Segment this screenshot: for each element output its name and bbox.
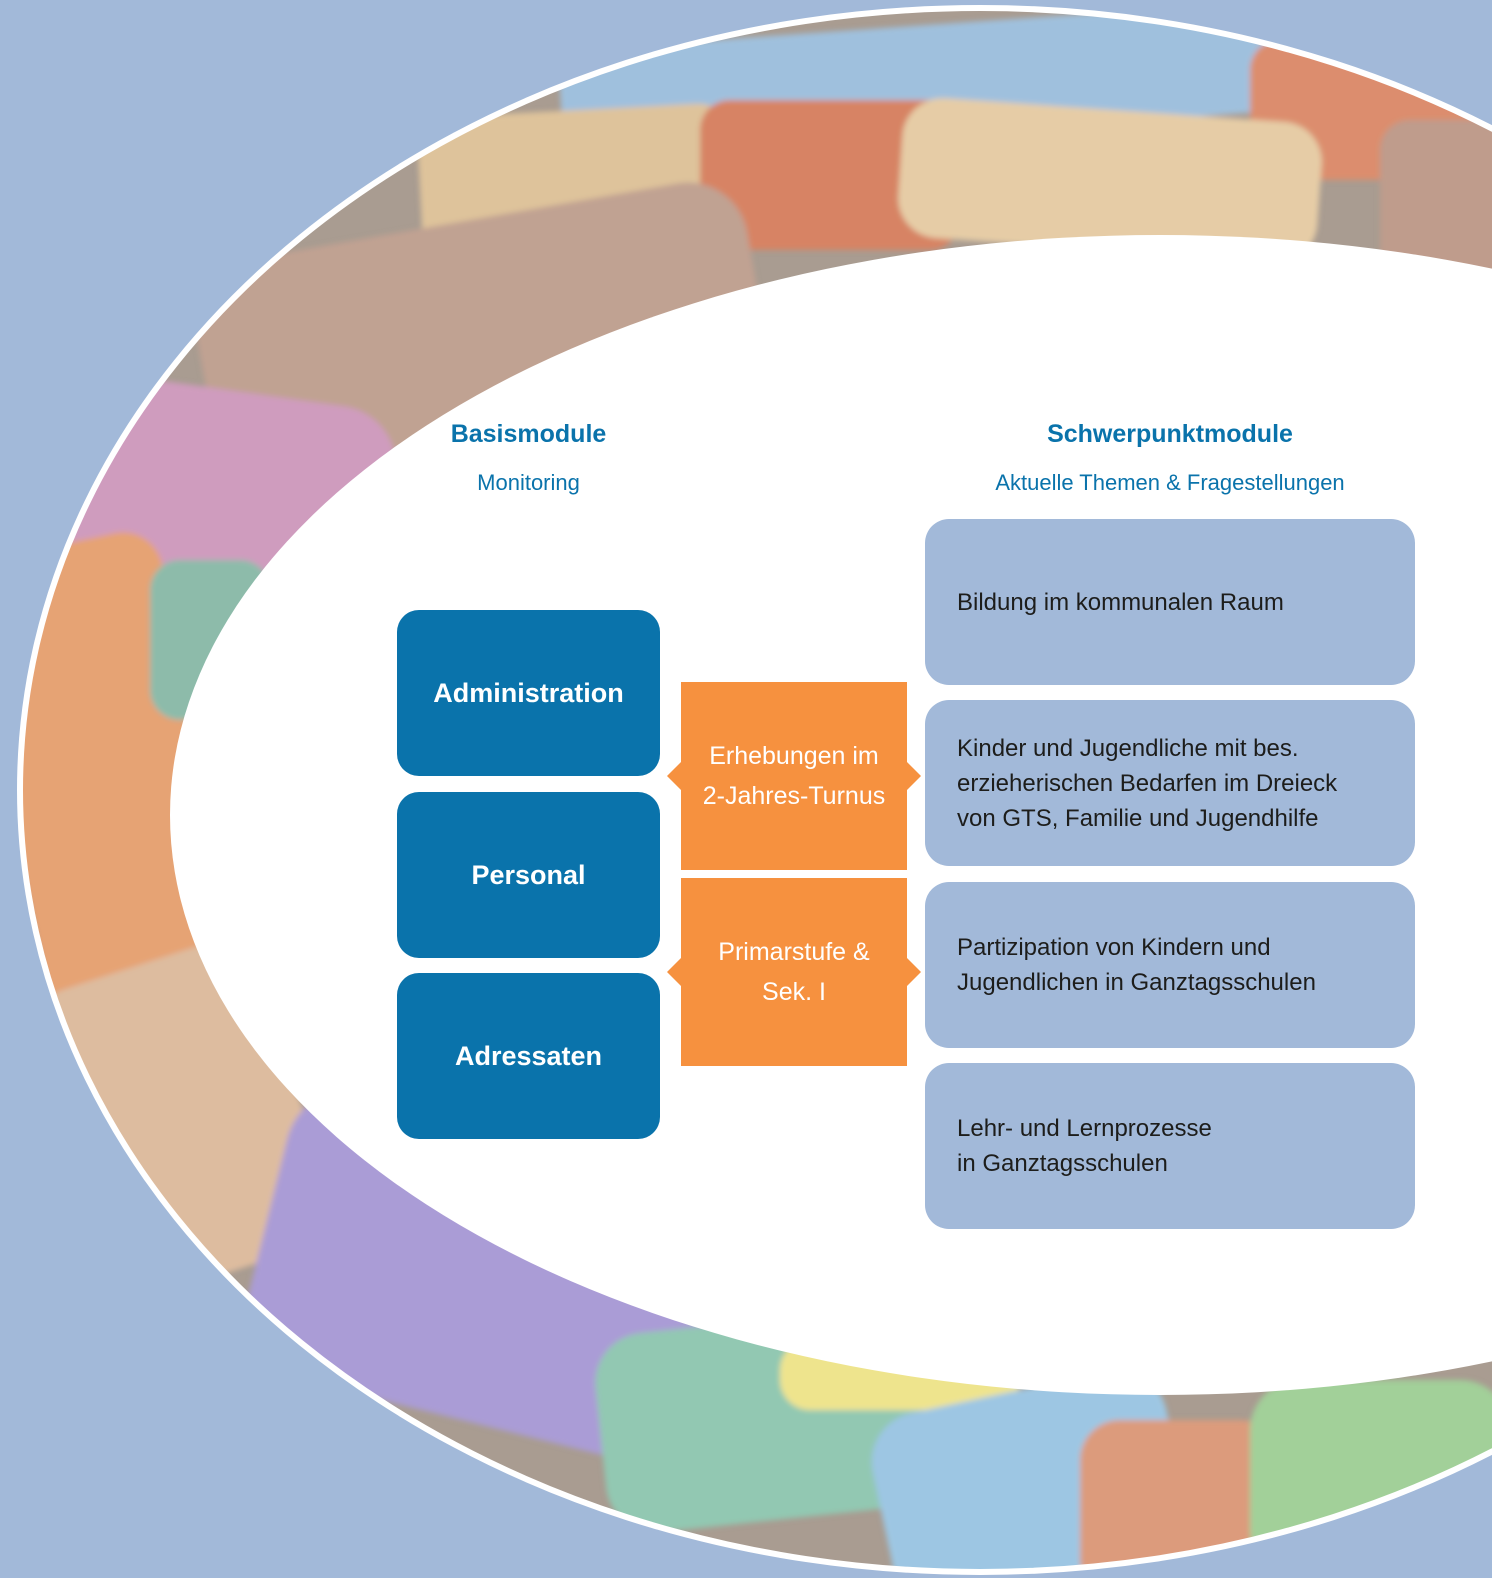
basis-subheading: Monitoring — [477, 470, 580, 495]
connector-primarstufe: Primarstufe & Sek. I — [667, 878, 921, 1066]
basis-heading: Basismodule — [450, 420, 607, 448]
focus-module-lehr-lernprozesse: Lehr- und Lernprozesse in Ganztagsschule… — [925, 1063, 1415, 1229]
connector-erhebungen: Erhebungen im 2-Jahres-Turnus — [667, 682, 921, 870]
module-personal: Personal — [397, 792, 660, 958]
focus-module-partizipation: Partizipation von Kindern und Jugendlich… — [925, 882, 1415, 1048]
double-arrow-shape — [667, 682, 921, 870]
schwerpunkt-heading: Schwerpunktmodule — [1047, 420, 1293, 448]
double-arrow-shape — [667, 878, 921, 1066]
focus-module-bildung: Bildung im kommunalen Raum — [925, 519, 1415, 685]
connector-primarstufe-label: Primarstufe & Sek. I — [718, 938, 870, 1006]
schwerpunkt-subheading: Aktuelle Themen & Fragestellungen — [995, 470, 1345, 495]
connector-erhebungen-label: Erhebungen im 2-Jahres-Turnus — [702, 742, 886, 810]
focus-module-kinder-jugendliche: Kinder und Jugendliche mit bes. erzieher… — [925, 700, 1415, 866]
module-administration: Administration — [397, 610, 660, 776]
outer-ellipse-outline — [17, 5, 1492, 1575]
module-adressaten: Adressaten — [397, 973, 660, 1139]
